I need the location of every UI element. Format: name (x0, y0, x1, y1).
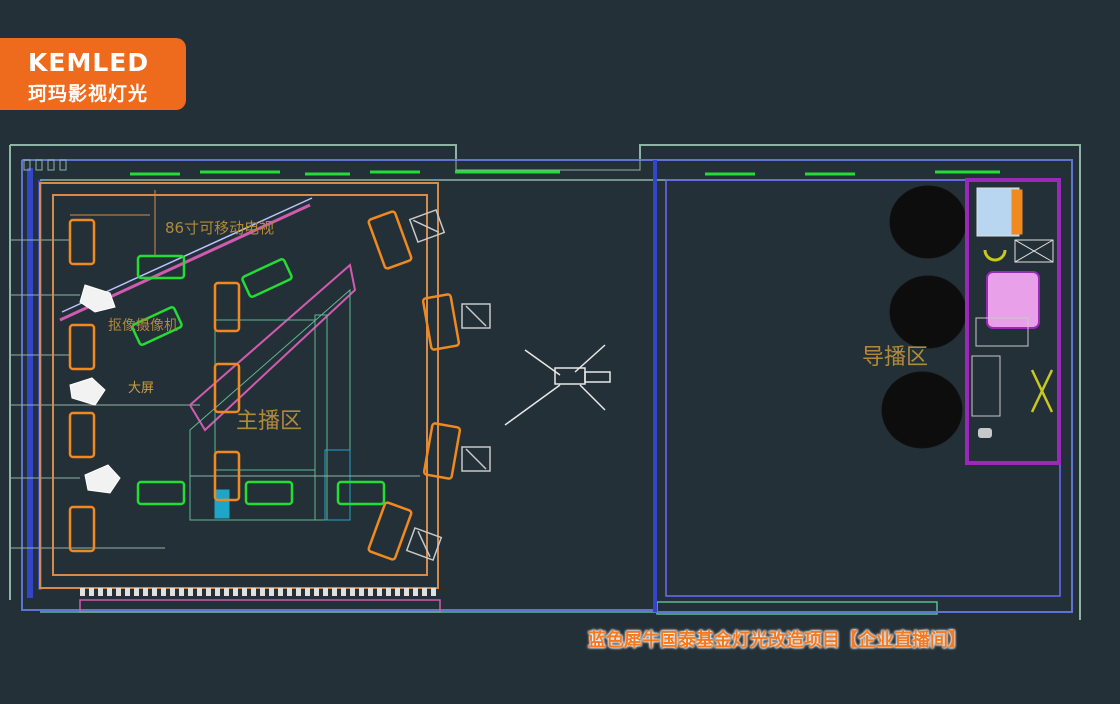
orange-light-5 (213, 281, 241, 333)
orange-light-1 (68, 218, 96, 266)
kemled-logo: KEMLED 珂玛影视灯光 (0, 38, 186, 110)
stage-border (39, 182, 439, 589)
orange-light-10 (422, 422, 462, 480)
green-light-6 (336, 480, 386, 506)
spotlight-1 (79, 284, 116, 313)
green-light-3 (241, 258, 293, 298)
director-chairs (881, 185, 967, 449)
grey-fixtures (405, 208, 491, 562)
logo-brand-text: KEMLED (28, 48, 150, 77)
spotlight-2 (69, 377, 106, 406)
green-light-5 (244, 480, 294, 506)
green-light-1 (136, 254, 186, 280)
chair-1 (889, 185, 967, 259)
orange-lights-right (367, 210, 462, 561)
equipment-rack (965, 178, 1061, 465)
keying-camera-label: 抠像摄像机 (108, 318, 178, 334)
orange-light-9 (421, 293, 461, 351)
main-stage-desk (188, 263, 420, 521)
green-light-4 (136, 480, 186, 506)
logo-brand-cn-text: 珂玛影视灯光 (28, 83, 149, 105)
orange-light-6 (213, 362, 241, 414)
orange-light-4 (68, 505, 96, 553)
chair-2 (889, 275, 967, 349)
big-screen-label: 大屏 (128, 381, 154, 396)
orange-light-7 (213, 450, 241, 502)
spotlight-3 (84, 464, 121, 494)
orange-light-11 (367, 501, 413, 561)
orange-lights-left (68, 218, 241, 553)
orange-light-2 (68, 323, 96, 371)
top-light-strips (130, 170, 1000, 176)
tv-label: 86寸可移动电视 (165, 219, 274, 237)
director-zone-label: 导播区 (862, 345, 928, 370)
orange-light-3 (68, 411, 96, 459)
green-lights (131, 254, 386, 506)
white-spotlights (69, 284, 121, 494)
project-caption: 蓝色犀牛国泰基金灯光改造项目【企业直播间】 (588, 630, 966, 651)
center-camera (504, 344, 611, 426)
main-stage-label: 主播区 (236, 409, 302, 434)
chair-3 (881, 371, 963, 449)
green-light-2 (131, 306, 183, 346)
orange-light-8 (367, 210, 413, 270)
